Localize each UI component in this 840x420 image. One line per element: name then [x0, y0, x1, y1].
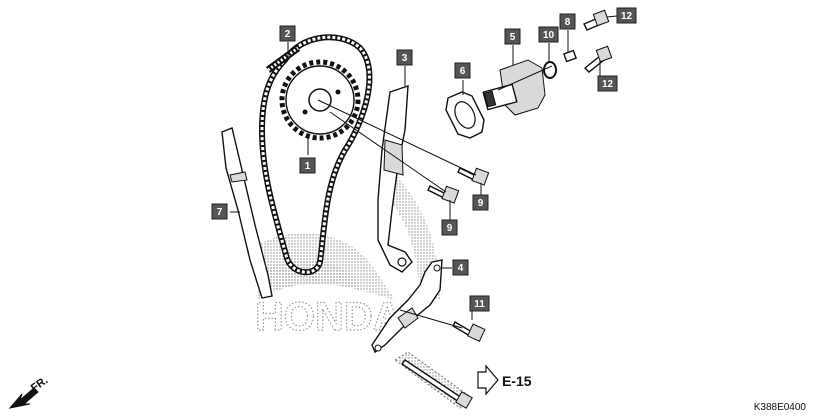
- svg-text:1: 1: [305, 161, 311, 172]
- callout-10[interactable]: 10: [538, 26, 559, 43]
- svg-text:9: 9: [447, 223, 453, 234]
- cam-sprocket: [279, 59, 361, 141]
- drawing-code: K388E0400: [754, 402, 807, 413]
- callout-1[interactable]: 1: [299, 157, 316, 174]
- cam-chain-guide: [221, 127, 273, 299]
- callout-5[interactable]: 5: [504, 28, 521, 45]
- svg-text:12: 12: [621, 11, 633, 22]
- svg-text:2: 2: [285, 29, 291, 40]
- callout-9a[interactable]: 9: [472, 194, 489, 211]
- svg-text:12: 12: [602, 79, 614, 90]
- callout-6[interactable]: 6: [454, 62, 471, 79]
- leader-lines: [230, 15, 618, 329]
- pivot-bolt-right: [457, 167, 490, 186]
- front-arrow-icon: [8, 387, 39, 409]
- svg-text:8: 8: [565, 17, 571, 28]
- svg-text:3: 3: [402, 53, 408, 64]
- flange-bolt-lower: [583, 45, 613, 73]
- tensioner-gasket: [445, 91, 485, 139]
- svg-text:6: 6: [460, 66, 466, 77]
- callout-11[interactable]: 11: [469, 295, 490, 312]
- callout-3[interactable]: 3: [396, 49, 413, 66]
- tensioner-bracket: [371, 259, 443, 354]
- tensioner-arm: [377, 85, 413, 273]
- o-ring: [543, 61, 557, 79]
- honda-watermark-text: HONDA: [255, 295, 402, 339]
- honda-wing-watermark: [255, 175, 440, 300]
- flange-bolt-upper: [583, 9, 610, 31]
- reference-label[interactable]: E-15: [502, 373, 532, 389]
- callout-4[interactable]: 4: [452, 259, 469, 276]
- callout-12b[interactable]: 12: [597, 75, 618, 92]
- svg-text:11: 11: [474, 299, 485, 310]
- cam-chain: [258, 34, 373, 276]
- long-bolt: [394, 351, 473, 409]
- svg-text:9: 9: [478, 198, 484, 209]
- callout-2[interactable]: 2: [279, 25, 296, 42]
- svg-text:7: 7: [217, 207, 223, 218]
- bracket-bolt: [452, 321, 486, 342]
- svg-text:5: 5: [510, 32, 516, 43]
- callout-8[interactable]: 8: [559, 13, 576, 30]
- reference-arrow[interactable]: [477, 364, 499, 396]
- callout-9b[interactable]: 9: [441, 219, 458, 236]
- tensioner-lifter: [482, 59, 546, 116]
- pivot-bolt-left: [427, 185, 460, 204]
- sealing-bolt: [563, 49, 577, 63]
- svg-text:10: 10: [543, 30, 555, 41]
- callout-12a[interactable]: 12: [616, 7, 637, 24]
- svg-text:4: 4: [458, 263, 464, 274]
- callout-7[interactable]: 7: [211, 203, 228, 220]
